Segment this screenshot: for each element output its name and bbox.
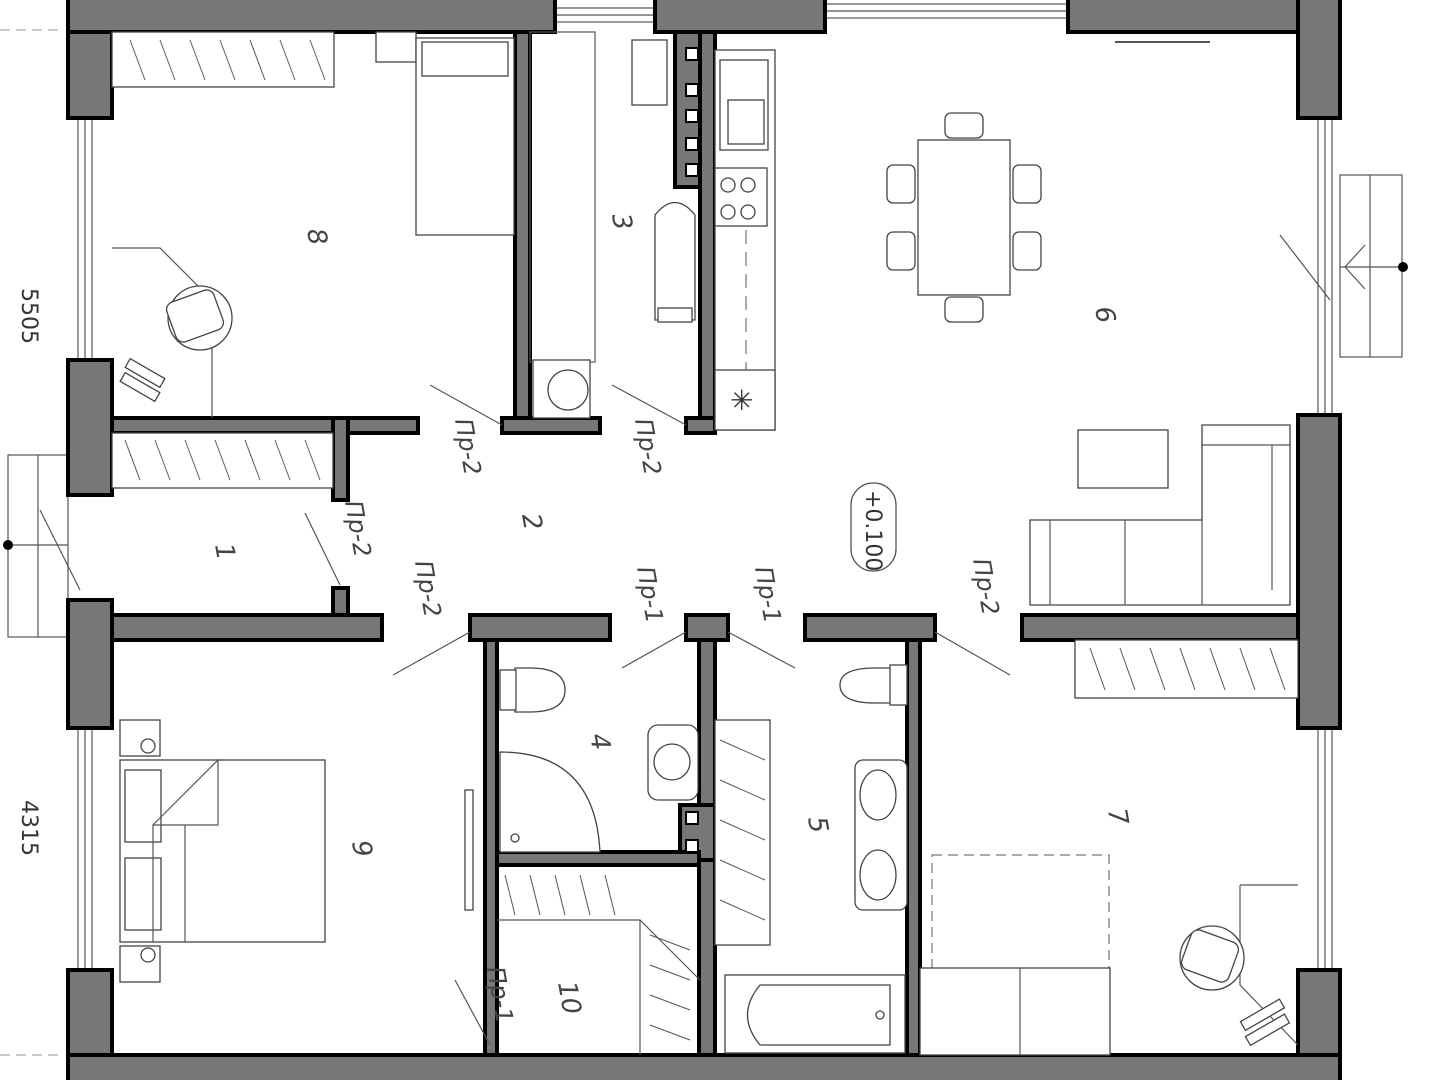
door-label: Пр-2: [629, 416, 667, 477]
room-7-furniture: [919, 639, 1299, 1056]
room-number: 8: [300, 226, 332, 248]
wardrobe-room-8: [111, 31, 335, 88]
sofa: [1029, 424, 1291, 606]
room-number: 6: [1088, 304, 1120, 326]
door-swings: [304, 384, 1011, 1046]
shelf-room-1: [111, 432, 334, 489]
room-number: 7: [1101, 806, 1133, 828]
bathroom-4-fixtures: [464, 667, 699, 911]
room-number: 4: [583, 731, 615, 753]
dining-table: [886, 112, 1042, 323]
svg-text:✳: ✳: [730, 384, 753, 417]
room-number: 9: [345, 838, 377, 860]
exterior-walls: [66, 0, 1342, 1080]
dimension-label: 4315: [16, 800, 41, 856]
room-numbers: 1 2 3 4 5 6 7 8 9 10: [208, 211, 1133, 1017]
door-label: Пр-2: [449, 416, 487, 477]
terrace-steps: [1279, 174, 1408, 358]
laundry-room-3: [529, 31, 696, 419]
entrance-steps: [3, 454, 81, 638]
door-label: Пр-2: [967, 556, 1005, 617]
bed-room-9: [119, 719, 326, 983]
bed-room-8: [375, 31, 515, 236]
elevation-label: +0.100: [860, 490, 885, 571]
bathroom-5-fixtures: [714, 664, 908, 1054]
desk-room-8: [112, 247, 233, 418]
closet-room-10: [497, 874, 701, 1055]
dimension-label: 5505: [16, 288, 41, 344]
elevation-mark: +0.100: [850, 482, 897, 572]
room-number: 2: [515, 511, 547, 533]
door-label: Пр-1: [749, 564, 787, 625]
door-label: Пр-2: [339, 498, 377, 559]
room-number: 1: [208, 541, 240, 563]
door-label: Пр-2: [409, 558, 447, 619]
ventilation-ducts: [685, 47, 699, 853]
door-label: Пр-1: [631, 564, 669, 625]
door-labels: Пр-2 Пр-2 Пр-2 Пр-2 Пр-1 Пр-1 Пр-2 Пр-1: [339, 416, 1005, 1025]
kitchen-counter: ✳: [714, 49, 776, 431]
room-number: 10: [551, 979, 586, 1017]
room-number: 3: [605, 211, 637, 233]
room-number: 5: [801, 814, 833, 836]
